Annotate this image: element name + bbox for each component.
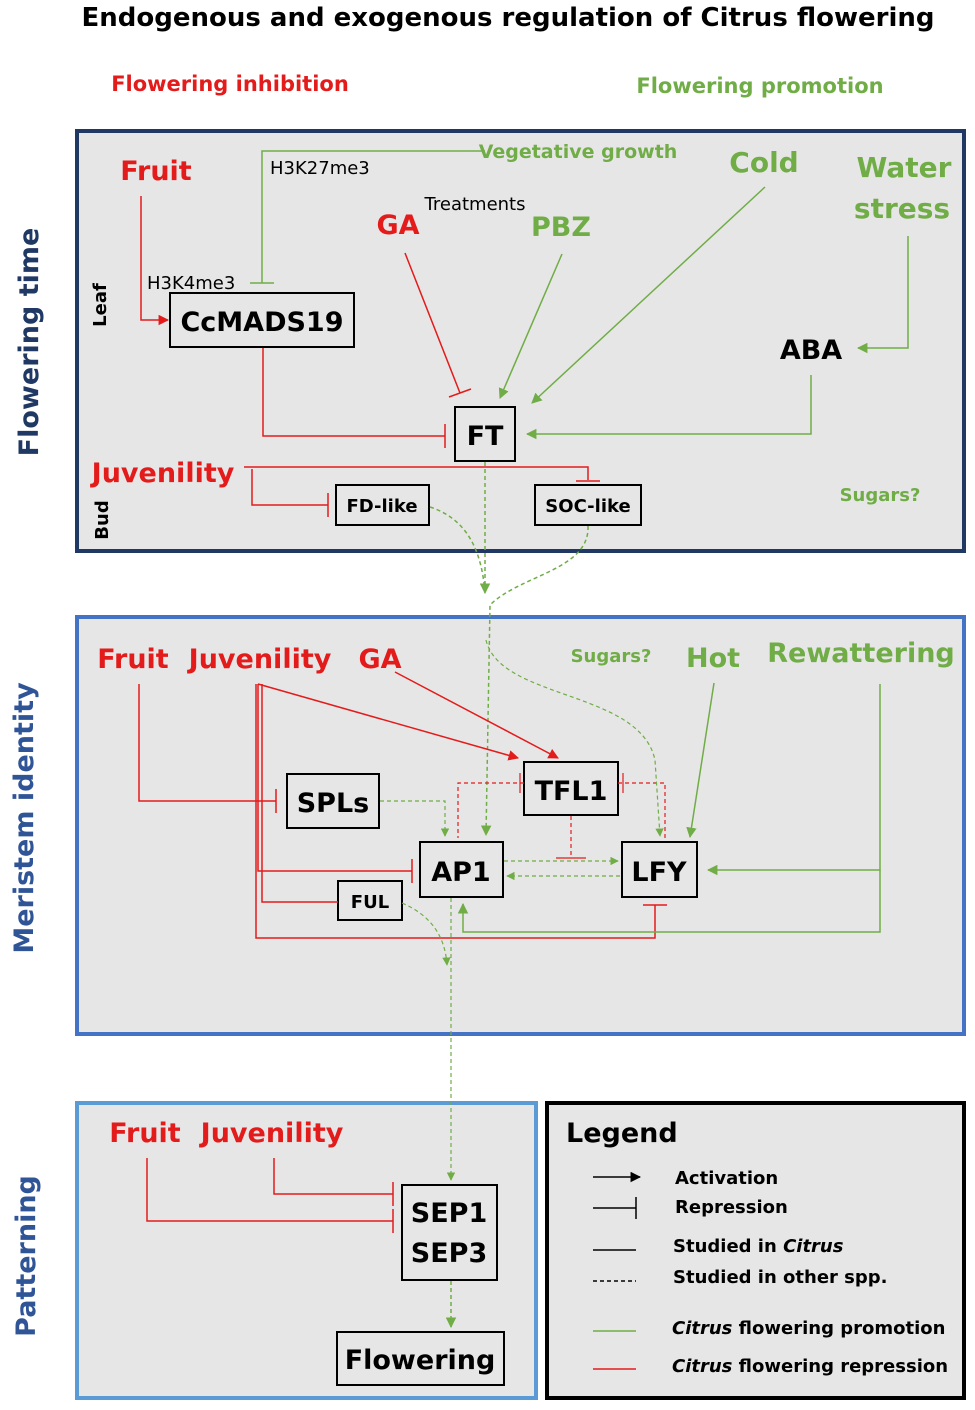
p1-fruit: Fruit bbox=[120, 156, 192, 187]
aba-label: ABA bbox=[780, 335, 842, 366]
spls-box bbox=[286, 773, 380, 829]
section-patterning: Patterning bbox=[11, 1175, 42, 1337]
sep1-label: SEP1 bbox=[411, 1198, 487, 1229]
rewatering-label: Rewattering bbox=[767, 638, 955, 669]
transition-edges bbox=[429, 462, 589, 837]
legend-studied-citrus: Studied in Citrus bbox=[673, 1236, 844, 1257]
legend-repression-color: Citrus flowering repression bbox=[672, 1356, 948, 1377]
ft-box bbox=[454, 406, 516, 462]
treatments-label: Treatments bbox=[424, 194, 526, 215]
panel1-edges bbox=[140, 150, 909, 517]
promotion-header: Flowering promotion bbox=[636, 74, 883, 98]
fdlike-box bbox=[335, 484, 430, 526]
ft-label: FT bbox=[467, 421, 504, 452]
legend-activation: Activation bbox=[675, 1168, 778, 1189]
pbz-label: PBZ bbox=[531, 212, 591, 243]
leaf-label: Leaf bbox=[90, 283, 111, 327]
ap1-box bbox=[419, 841, 504, 898]
p3-fruit: Fruit bbox=[109, 1118, 181, 1149]
legend-swatches bbox=[593, 1171, 642, 1370]
vegetative-growth: Vegetative growth bbox=[479, 141, 678, 163]
legend-title: Legend bbox=[566, 1118, 678, 1149]
cold-label: Cold bbox=[729, 146, 798, 179]
tfl1-box bbox=[523, 761, 619, 816]
spls-label: SPLs bbox=[297, 788, 370, 819]
fdlike-label: FD-like bbox=[346, 496, 417, 517]
ccmads19-box bbox=[169, 292, 355, 348]
p3-juvenility: Juvenility bbox=[199, 1118, 344, 1149]
section-flowering-time: Flowering time bbox=[14, 228, 45, 457]
sep3-label: SEP3 bbox=[411, 1238, 487, 1269]
tfl1-label: TFL1 bbox=[535, 776, 608, 807]
hot-label: Hot bbox=[686, 643, 740, 674]
sep-box bbox=[401, 1184, 498, 1281]
soclike-label: SOC-like bbox=[545, 496, 630, 517]
stress-label: stress bbox=[854, 192, 950, 225]
flowering-label: Flowering bbox=[345, 1345, 496, 1376]
lfy-label: LFY bbox=[631, 857, 687, 888]
ap1-label: AP1 bbox=[431, 857, 490, 888]
bud-label: Bud bbox=[92, 500, 113, 539]
inhibition-header: Flowering inhibition bbox=[111, 72, 349, 96]
flowering-box bbox=[336, 1331, 505, 1386]
lfy-box bbox=[621, 841, 698, 898]
panel3-edges bbox=[146, 1158, 457, 1329]
p1-ga: GA bbox=[376, 210, 419, 241]
legend-studied-other: Studied in other spp. bbox=[673, 1267, 888, 1288]
ful-box bbox=[337, 880, 403, 921]
legend-promotion: Citrus flowering promotion bbox=[672, 1318, 945, 1339]
p2-sugars: Sugars? bbox=[571, 646, 652, 667]
legend-repression: Repression bbox=[675, 1197, 788, 1218]
p2-ga: GA bbox=[358, 644, 401, 675]
p1-juvenility: Juvenility bbox=[90, 458, 235, 489]
water-label: Water bbox=[857, 151, 952, 184]
ful-label: FUL bbox=[351, 892, 389, 913]
p2-juvenility: Juvenility bbox=[187, 644, 332, 675]
ccmads19-label: CcMADS19 bbox=[180, 307, 343, 338]
soclike-box bbox=[534, 484, 642, 526]
panel2-dashed-edges bbox=[380, 639, 666, 1181]
h3k4-label: H3K4me3 bbox=[147, 273, 235, 294]
panel2-edges bbox=[138, 671, 881, 939]
p2-fruit: Fruit bbox=[97, 644, 169, 675]
main-title: Endogenous and exogenous regulation of C… bbox=[82, 3, 935, 33]
panel-meristem-identity bbox=[75, 615, 966, 1036]
section-meristem-identity: Meristem identity bbox=[9, 682, 40, 954]
p1-sugars: Sugars? bbox=[840, 485, 921, 506]
h3k27-label: H3K27me3 bbox=[270, 158, 370, 179]
